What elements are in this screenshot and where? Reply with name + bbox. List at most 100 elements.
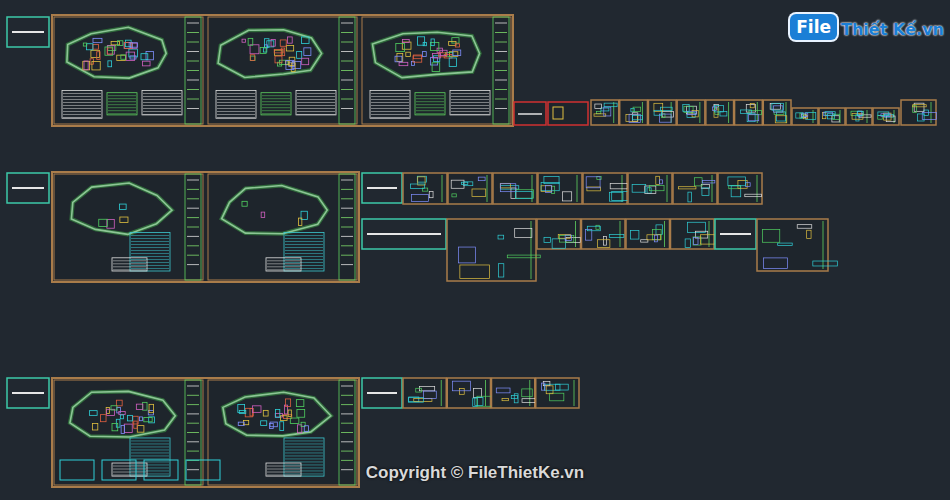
plan-element <box>714 106 723 112</box>
building <box>395 56 402 62</box>
table-row <box>285 440 323 441</box>
plan-element <box>650 186 664 191</box>
table-row <box>416 110 444 111</box>
building <box>136 404 143 409</box>
table-row <box>285 473 323 474</box>
sheet-frame <box>52 172 359 282</box>
strip-row <box>187 32 199 33</box>
table-row <box>217 93 255 94</box>
building <box>128 415 133 421</box>
table-row <box>285 446 323 447</box>
title-line <box>12 31 44 33</box>
table-row <box>371 96 409 97</box>
small-sheet <box>873 108 899 125</box>
table-row <box>267 266 300 267</box>
building <box>143 402 147 410</box>
title-line <box>12 392 44 394</box>
table-row <box>217 117 255 118</box>
strip-row <box>341 432 353 433</box>
building <box>304 48 311 56</box>
strip-row <box>341 217 353 218</box>
table-row <box>63 99 101 100</box>
table-row <box>297 114 335 115</box>
title-block <box>7 17 49 47</box>
building <box>144 417 152 421</box>
building <box>286 399 291 407</box>
table-row <box>267 472 300 473</box>
building <box>276 410 280 418</box>
schedule-table <box>450 90 490 114</box>
building <box>263 410 268 416</box>
table-row <box>285 268 323 269</box>
building <box>399 62 408 65</box>
building <box>107 48 112 54</box>
plan-element <box>813 261 837 266</box>
table-row <box>63 93 101 94</box>
sheet-strip <box>574 380 575 406</box>
table-row <box>131 452 169 453</box>
table-row <box>262 98 290 99</box>
schedule-table <box>216 90 256 118</box>
plan-element <box>654 235 657 242</box>
plan-element <box>544 237 550 242</box>
table-row <box>451 99 489 100</box>
table-row <box>131 235 169 236</box>
table-row <box>217 105 255 106</box>
table-row <box>131 268 169 269</box>
building <box>83 43 86 46</box>
table-row <box>143 96 181 97</box>
table-row <box>108 104 136 105</box>
plan-element <box>472 189 486 196</box>
table-row <box>113 472 146 473</box>
schedule-table <box>112 258 147 271</box>
small-sheet <box>819 108 845 125</box>
plan-element <box>702 181 714 183</box>
plan-element <box>825 112 835 116</box>
plan-element <box>604 103 617 107</box>
plan-element <box>731 186 741 197</box>
sheet-strip <box>577 175 578 202</box>
plan-element <box>797 225 812 229</box>
building <box>90 411 98 416</box>
plan-element <box>659 180 662 184</box>
small-sheet <box>620 100 648 125</box>
small-sheet <box>492 378 535 408</box>
building <box>121 425 124 433</box>
plan-element <box>609 235 624 238</box>
building <box>130 56 136 59</box>
building <box>141 54 148 60</box>
table-row <box>63 117 101 118</box>
table-row <box>285 265 323 266</box>
building <box>275 413 282 417</box>
strip-row <box>495 42 507 43</box>
building <box>83 61 90 70</box>
plan-element <box>516 191 532 198</box>
building <box>449 58 456 66</box>
building <box>120 415 123 419</box>
table-row <box>262 95 290 96</box>
plan-element <box>857 111 863 115</box>
red-sheet <box>514 102 546 125</box>
strip-row <box>495 99 507 100</box>
plan-element <box>660 107 672 110</box>
strip-row <box>187 413 199 414</box>
table-row <box>131 449 169 450</box>
building <box>455 44 459 47</box>
table-row <box>297 93 335 94</box>
plan-element <box>522 389 532 397</box>
table-row <box>217 114 255 115</box>
building <box>274 49 283 52</box>
building <box>250 45 259 54</box>
small-sheet <box>447 378 490 408</box>
title-block <box>362 173 402 203</box>
title-line <box>367 187 397 189</box>
building <box>125 40 131 47</box>
strip-row <box>341 32 353 33</box>
site-green-belt <box>71 183 172 234</box>
title-line <box>12 187 44 189</box>
legend-sheet <box>548 102 588 125</box>
table-row <box>217 96 255 97</box>
table-row <box>131 253 169 254</box>
table-row <box>285 253 323 254</box>
table-row <box>451 108 489 109</box>
